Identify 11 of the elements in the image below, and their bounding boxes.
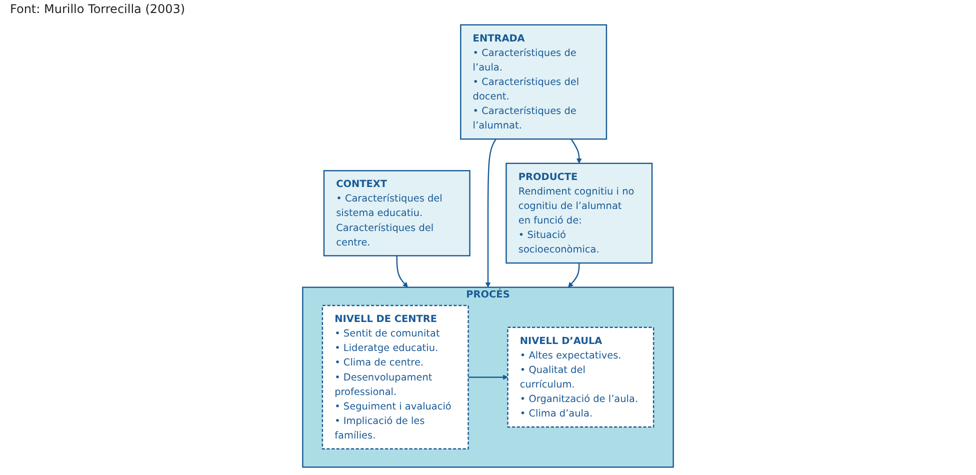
node-box: NIVELL DE CENTRE • Sentit de comunitat • Lideratge educatiu. • Clima de centre. • Desenvolupament professional. • Seguiment i avaluació • Implicació de les famílies. [322, 304, 469, 450]
arrow [468, 374, 508, 380]
source-caption: Font: Murillo Torrecilla (2003) [10, 2, 186, 16]
node-box: NIVELL D’AULA • Altes expectatives. • Qualitat del currículum. • Organització de l’aula. • Clima d’aula. [507, 326, 654, 428]
node-box: CONTEXT • Característiques del sistema educatiu. Característiques del centre. [323, 170, 470, 256]
node-box: ENTRADA • Característiques de l’aula. • Característiques del docent. • Característiques de l’alumnat. [460, 24, 608, 140]
node-box: PRODUCTE Rendiment cognitiu i no cognitiu de l’alumnat en funció de: • Situació socioeconòmica. [506, 162, 653, 264]
arrow [396, 256, 408, 288]
arrow [485, 138, 496, 288]
arrow [568, 263, 580, 288]
arrow [570, 138, 582, 164]
